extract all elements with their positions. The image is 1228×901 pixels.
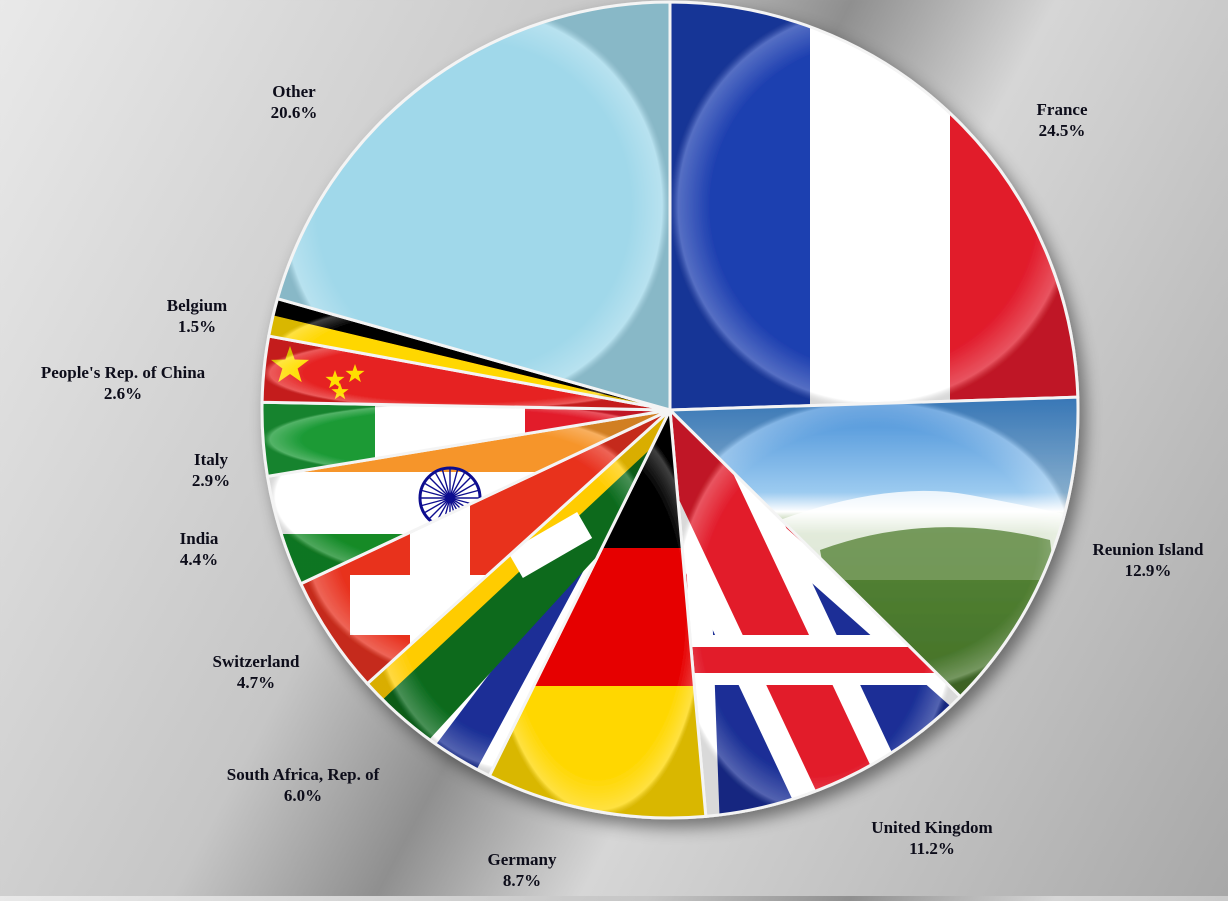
slice-label: India 4.4%	[180, 528, 219, 570]
slice-label-value: 12.9%	[1124, 561, 1172, 580]
pie-slice-outline	[668, 0, 1080, 412]
slice-label-name: South Africa, Rep. of	[226, 765, 380, 784]
slice-label: People's Rep. of China 2.6%	[41, 362, 205, 404]
slice-label-value: 4.4%	[179, 550, 219, 569]
pie-slice-outline	[668, 408, 962, 818]
slice-label-name: People's Rep. of China	[40, 363, 206, 382]
pie-slice-outline	[487, 408, 708, 820]
slice-label-name: United Kingdom	[871, 818, 993, 837]
slice-label: Reunion Island 12.9%	[1092, 539, 1203, 581]
slice-label-value: 4.7%	[236, 673, 276, 692]
slice-label: South Africa, Rep. of 6.0%	[227, 764, 380, 806]
slice-label-value: 2.6%	[103, 384, 143, 403]
slice-label-value: 20.6%	[270, 103, 318, 122]
pie-slice-outline	[365, 408, 672, 778]
slice-label: Italy 2.9%	[192, 449, 230, 491]
pie-slice-outline	[275, 0, 672, 412]
slice-label-value: 2.9%	[191, 471, 231, 490]
slice-label-value: 8.7%	[502, 871, 542, 890]
slice-label: Switzerland 4.7%	[213, 651, 300, 693]
slice-label-name: France	[1036, 100, 1088, 119]
slice-label-name: Other	[272, 82, 316, 101]
slice-label-value: 11.2%	[909, 839, 955, 858]
slice-label: France 24.5%	[1037, 99, 1088, 141]
slice-label: Belgium 1.5%	[167, 295, 227, 337]
slice-label-name: Switzerland	[212, 652, 300, 671]
slice-label-value: 24.5%	[1038, 121, 1086, 140]
slice-label-name: Belgium	[166, 296, 228, 315]
slice-label: United Kingdom 11.2%	[871, 817, 992, 859]
slice-label: Other 20.6%	[271, 81, 318, 123]
slice-label: Germany 8.7%	[488, 849, 557, 891]
pie-slice-outline	[668, 395, 1080, 699]
slice-label-value: 6.0%	[283, 786, 323, 805]
slice-label-name: Reunion Island	[1092, 540, 1204, 559]
slice-label-name: India	[179, 529, 219, 548]
slice-label-name: Italy	[194, 450, 228, 469]
slice-label-value: 1.5%	[177, 317, 217, 336]
slice-label-name: Germany	[487, 850, 557, 869]
